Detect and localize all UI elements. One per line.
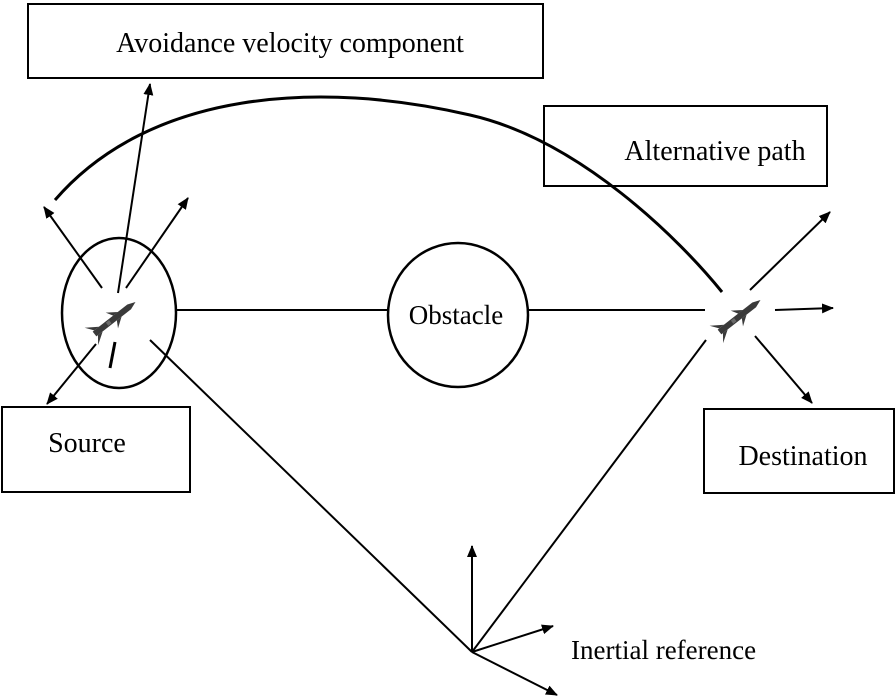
alternative-path-label-box: Alternative path [543,105,828,187]
inertial-reference-label: Inertial reference [571,635,756,665]
missile-icon [84,293,143,346]
destination-arrows [749,211,834,404]
source-label-box: Source [1,406,191,493]
inertial-reference-frame: Inertial reference [467,545,756,696]
avoidance-label: Avoidance velocity component [116,28,464,59]
source-to-inertial-line [149,339,473,653]
obstacle-label: Obstacle [409,300,503,330]
destination-to-inertial-line [471,339,707,653]
missile-icon [709,291,768,344]
obstacle: Obstacle [386,241,530,389]
destination-label: Destination [738,441,867,472]
avoidance-label-box: Avoidance velocity component [27,3,544,79]
alternative-path-label: Alternative path [624,136,805,167]
source-arrows [43,83,189,405]
destination-label-box: Destination [703,408,895,494]
source-region [60,236,178,390]
alternative-path-curve [53,95,724,293]
source-label: Source [48,428,126,459]
avoidance-velocity-arrow [117,83,154,294]
